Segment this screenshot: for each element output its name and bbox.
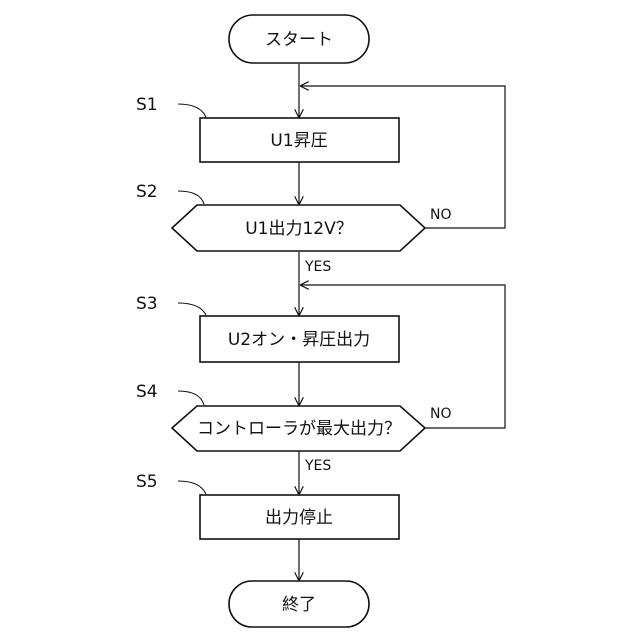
process-s1: U1昇圧 [200, 118, 399, 162]
step-label-s2: S2 [136, 182, 158, 202]
process-s3-label: U2オン・昇圧出力 [228, 330, 370, 350]
leader-s4 [178, 391, 204, 405]
decision-s4: コントローラが最大出力？ [172, 406, 425, 451]
step-label-s5: S5 [136, 472, 158, 492]
step-label-s4: S4 [136, 382, 158, 402]
process-s1-label: U1昇圧 [270, 131, 327, 151]
process-s3: U2オン・昇圧出力 [200, 316, 399, 362]
end-label: 終了 [282, 595, 316, 615]
leader-s3 [178, 303, 206, 315]
leader-s2 [178, 191, 204, 204]
end-terminal: 終了 [229, 581, 369, 627]
decision-s4-label: コントローラが最大出力？ [197, 419, 401, 439]
decision-s2: U1出力12V？ [172, 205, 425, 251]
process-s5: 出力停止 [200, 495, 399, 539]
step-label-s1: S1 [136, 95, 158, 115]
process-s5-label: 出力停止 [265, 508, 333, 528]
decision-s2-label: U1出力12V？ [245, 219, 353, 239]
s2-no-label: NO [430, 207, 452, 223]
leader-s5 [178, 481, 206, 494]
leader-s1 [178, 104, 206, 117]
step-label-s3: S3 [136, 294, 158, 314]
s2-yes-label: YES [304, 259, 331, 275]
start-label: スタート [265, 30, 333, 50]
s4-yes-label: YES [304, 458, 331, 474]
start-terminal: スタート [229, 15, 369, 63]
s4-no-label: NO [430, 406, 452, 422]
